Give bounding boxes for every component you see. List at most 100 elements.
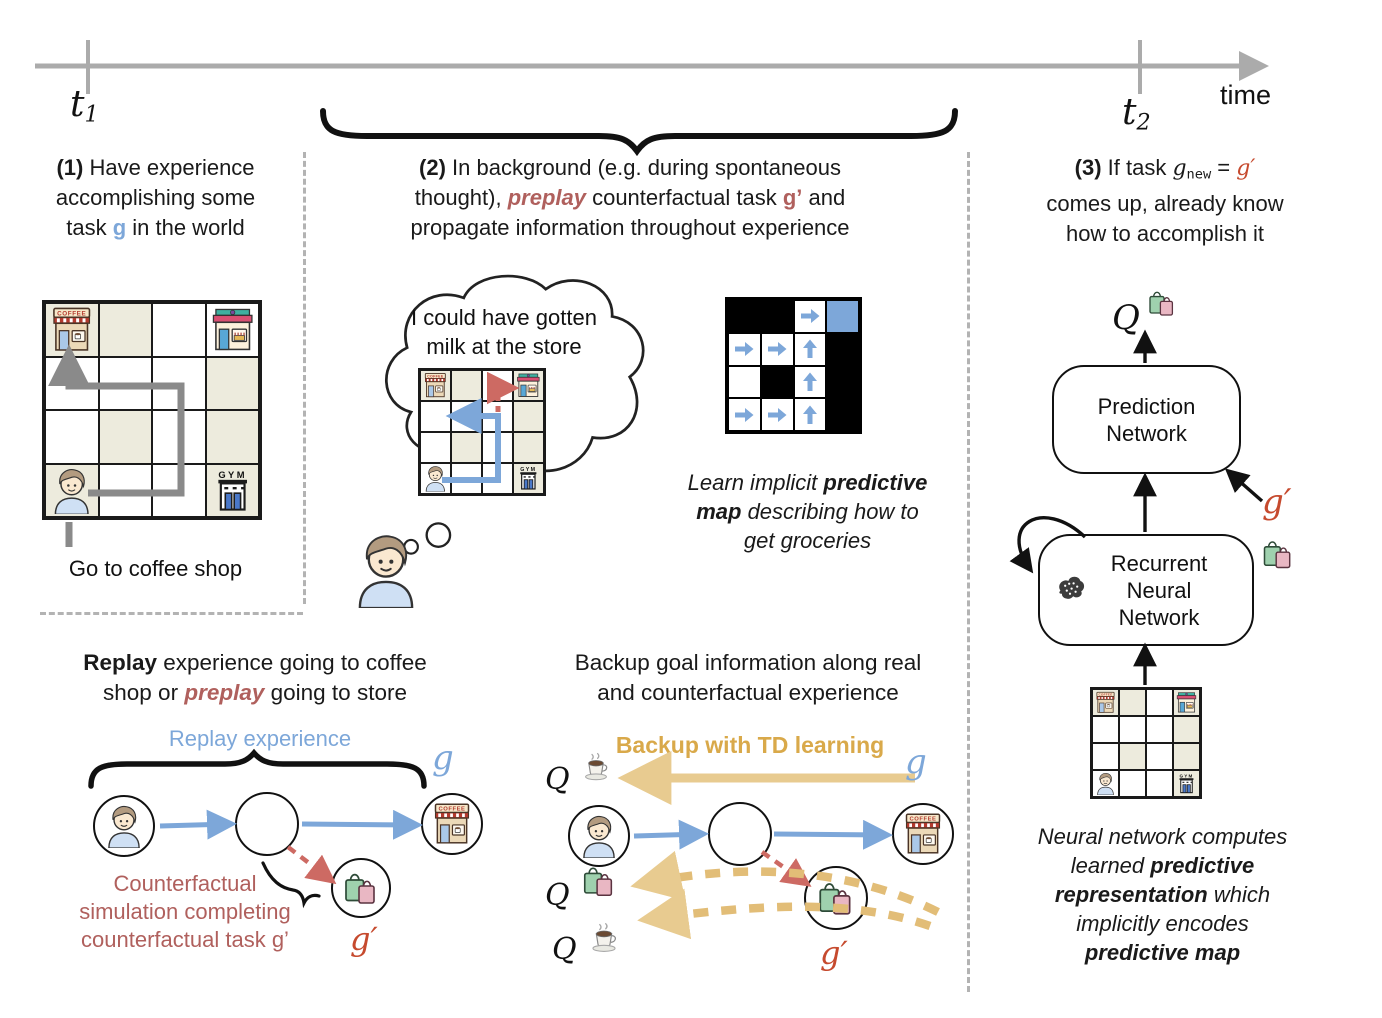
gym-icon: [515, 465, 542, 492]
state-node-middle: [235, 792, 299, 856]
panel1-caption: Go to coffee shop: [68, 556, 243, 581]
store-icon: [1175, 691, 1198, 714]
panel2-heading: (2) In background (e.g. during spontaneo…: [410, 155, 850, 240]
right-arrow-icon: [765, 403, 789, 427]
q-value-label: Q: [1112, 298, 1140, 338]
grid-cell: [513, 401, 544, 432]
q-coffee-label-top: Q: [545, 762, 570, 797]
store-cell: [1173, 689, 1200, 716]
shopping-bags-icon: [580, 862, 618, 900]
right-arrow-icon: [798, 304, 822, 328]
coffee-shop-icon: [430, 802, 474, 846]
pmap-cell-up: [793, 365, 827, 399]
pmap-cell-right: [793, 300, 827, 333]
person-cell: [420, 463, 451, 494]
replay-experience-label: Replay experience: [168, 726, 352, 751]
grid-cell: [1119, 689, 1146, 716]
pmap-cell-right: [760, 332, 794, 366]
state-node-store-bags: [804, 866, 868, 930]
grid-cell: [205, 410, 259, 464]
grid-cell: [1119, 743, 1146, 770]
g-prime-term: g’: [782, 185, 803, 210]
grid-cell: [1173, 743, 1200, 770]
right-arrow-icon: [732, 337, 756, 361]
grid-cell: [45, 356, 99, 410]
grid-cell: [1092, 716, 1119, 743]
td-learning-label: Backup with TD learning: [615, 732, 885, 758]
panel3-arrows: [1009, 329, 1264, 685]
replay-brace: [88, 748, 427, 789]
grid-cell: [98, 303, 152, 357]
grid-cell: [482, 432, 513, 463]
person-icon: [422, 465, 449, 492]
panel3-caption: Neural network computes learned predicti…: [1037, 824, 1288, 965]
person-cell: [45, 463, 99, 517]
grid-cell: [482, 401, 513, 432]
thinker-person-icon: [348, 532, 424, 608]
person-icon: [48, 467, 95, 514]
pmap-cell-black: [826, 332, 859, 366]
right-arrow-icon: [732, 403, 756, 427]
gym-cell: [1173, 770, 1200, 797]
up-arrow-icon: [798, 337, 822, 361]
grid-cell: [205, 356, 259, 410]
grid-cell: [1146, 770, 1173, 797]
panel2-caption: Learn implicit predictive map describing…: [687, 470, 928, 553]
grid-cell: [420, 432, 451, 463]
grid-cell: [482, 370, 513, 401]
panel1-heading: (1) Have experience accomplishing some t…: [55, 155, 256, 240]
predictive-map-grid: [725, 297, 862, 434]
grid-cell: [513, 432, 544, 463]
grid-cell: [98, 463, 152, 517]
pmap-cell-up: [793, 398, 827, 431]
pmap-cell-black: [826, 398, 859, 431]
grid-cell: [152, 463, 206, 517]
coffee-cup-icon: [580, 752, 612, 784]
gym-icon: [209, 467, 256, 514]
pmap-cell-black: [760, 365, 794, 399]
panel3-grid: [1090, 687, 1202, 799]
divider-2-vertical: [967, 152, 970, 992]
grid-cell: [482, 463, 513, 494]
pmap-cell-goal: [826, 300, 859, 333]
backup-heading: Backup goal information along real and c…: [574, 650, 922, 705]
task-g: g: [112, 215, 127, 240]
grid-cell: [1146, 743, 1173, 770]
goal-g-label: g: [432, 738, 454, 778]
grid-cell: [451, 370, 482, 401]
grid-cell: [152, 410, 206, 464]
coffee-icon: [422, 372, 449, 399]
q-coffee-label-bottom: Q: [552, 932, 577, 967]
gym-cell: [513, 463, 544, 494]
shopping-bags-icon: [815, 877, 857, 919]
divider-1-horizontal: [40, 612, 303, 615]
timeline-axis: [35, 40, 1270, 94]
panel3-heading: (3) If task gnew = g′ comes up, already …: [1046, 155, 1284, 247]
world-grid: [42, 300, 262, 520]
store-cell: [205, 303, 259, 357]
g-prime-term: g′: [1236, 156, 1256, 181]
grid-cell: [45, 410, 99, 464]
pmap-cell-black: [826, 365, 859, 399]
brain-icon: [1054, 573, 1086, 605]
divider-1-vertical: [303, 152, 306, 604]
grid-cell: [451, 401, 482, 432]
pmap-cell-right: [760, 398, 794, 431]
goal-g-label: g: [905, 742, 927, 782]
pmap-cell-right: [728, 398, 761, 431]
grid-cell: [1119, 716, 1146, 743]
replay-heading: Replay experience going to coffee shop o…: [83, 650, 427, 705]
t1-label: t1: [70, 84, 99, 128]
pmap-cell-black: [728, 300, 761, 333]
coffee-shop-icon: [901, 812, 945, 856]
coffee-icon: [1094, 691, 1117, 714]
thought-text: I could have gotten milk at the store: [411, 305, 597, 359]
gym-icon: [1175, 772, 1198, 795]
up-arrow-icon: [798, 403, 822, 427]
person-cell: [1092, 770, 1119, 797]
thought-grid: [418, 368, 546, 496]
state-node-coffee: [892, 803, 954, 865]
g-prime-goal-label: g′: [820, 934, 848, 972]
t2-label: t2: [1122, 92, 1151, 136]
